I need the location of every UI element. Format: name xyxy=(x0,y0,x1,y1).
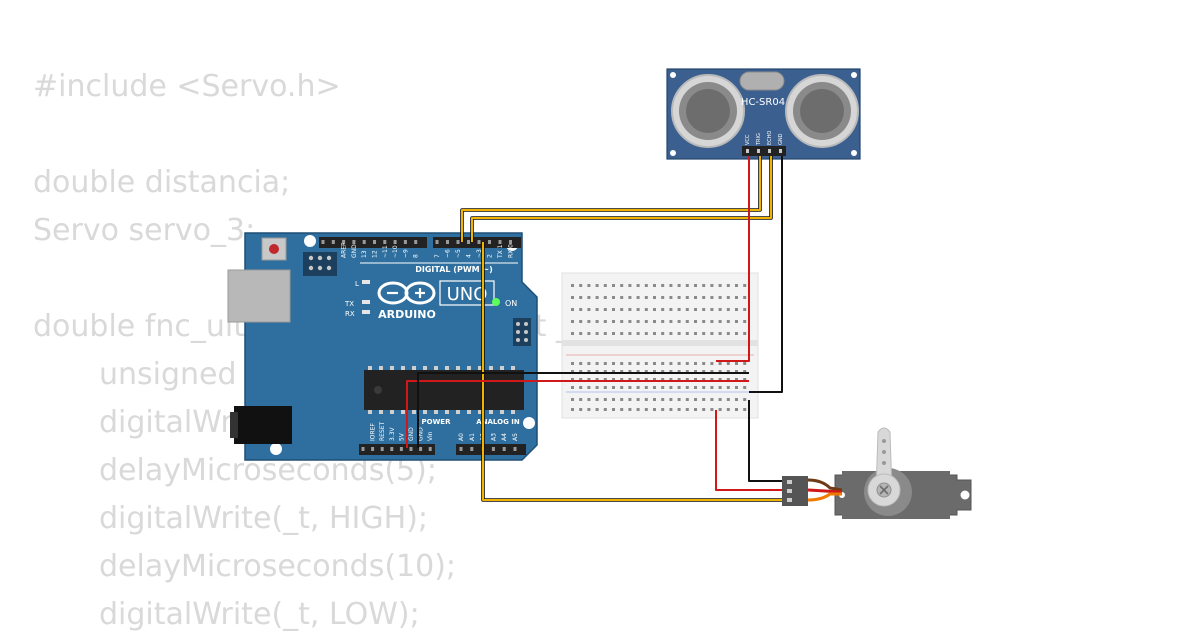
pin-label: A3 xyxy=(490,433,497,441)
sensor-pin-label: GND xyxy=(778,133,784,145)
servo-horn xyxy=(867,427,901,507)
pin-label: 7 xyxy=(434,254,441,258)
analog-header-label: ANALOG IN xyxy=(476,418,520,426)
mount-hole-icon xyxy=(304,235,316,247)
mount-hole-icon xyxy=(851,150,857,156)
power-header-label: POWER xyxy=(422,418,452,426)
board-model-label: UNO xyxy=(447,284,488,305)
wire-board-5v xyxy=(406,380,749,448)
servo-motor xyxy=(782,427,972,519)
pin-label: ~11 xyxy=(382,245,389,258)
mount-hole-icon xyxy=(523,417,535,429)
pin-label: 2 xyxy=(487,254,494,258)
pin-label: 13 xyxy=(361,250,368,258)
power-led-icon xyxy=(492,298,500,306)
wire-sensor-vcc xyxy=(716,156,750,362)
code-line: delayMicroseconds(10); xyxy=(99,549,457,584)
pin-label: A0 xyxy=(458,433,465,441)
mount-hole-icon xyxy=(960,490,970,500)
power-jack xyxy=(234,406,292,444)
mount-hole-icon xyxy=(670,150,676,156)
pin-label: ~3 xyxy=(476,249,483,258)
transducer-left-icon xyxy=(671,74,745,148)
header-analog xyxy=(456,444,526,455)
pin-label: GND xyxy=(408,427,415,441)
pin-label: TX 1 xyxy=(497,244,504,259)
code-line: Servo servo_3; xyxy=(33,213,256,248)
sensor-model-label: HC-SR04 xyxy=(741,97,785,108)
pin-label: A5 xyxy=(512,433,519,441)
code-line: #include <Servo.h> xyxy=(33,69,341,104)
code-line: double distancia; xyxy=(33,165,291,200)
ultrasonic-sensor: HC-SR04 VCC TRIG ECHO GND xyxy=(666,68,861,160)
pin-label: AREF xyxy=(341,242,348,258)
code-line: digitalWrite(_t, HIGH); xyxy=(99,501,429,536)
pin-label: GND xyxy=(351,244,358,258)
wires xyxy=(406,156,783,502)
led-label: RX xyxy=(345,310,355,318)
pin-label: 5V xyxy=(398,432,405,441)
wire-trig xyxy=(460,156,762,242)
usb-port xyxy=(227,269,291,323)
pin-label: Vin xyxy=(427,431,434,441)
reset-button[interactable] xyxy=(261,237,287,261)
mount-hole-icon xyxy=(670,72,676,78)
icsp2-header xyxy=(513,318,531,346)
pin-label: RX 0 xyxy=(508,244,515,258)
code-line: digitalWrite(_t, LOW); xyxy=(99,597,420,632)
sensor-pin-label: VCC xyxy=(745,134,751,145)
wire-sensor-gnd xyxy=(749,156,783,393)
pin-label: A4 xyxy=(501,433,508,441)
sensor-pin-header xyxy=(742,146,786,156)
pin-label: 12 xyxy=(372,250,379,258)
on-label: ON xyxy=(505,299,517,308)
transducer-right-icon xyxy=(785,74,859,148)
pin-label: A1 xyxy=(469,433,476,441)
header-top-right xyxy=(433,237,521,248)
header-power xyxy=(359,444,435,455)
led-label: TX xyxy=(344,300,354,308)
pin-label: 4 xyxy=(466,254,473,258)
sensor-pin-label: TRIG xyxy=(756,133,762,146)
arduino-infinity-logo-icon xyxy=(377,281,436,305)
sensor-pin-label: ECHO xyxy=(767,131,773,145)
pin-label: GND xyxy=(418,427,425,441)
crystal-icon xyxy=(739,71,785,91)
pin-label: ~5 xyxy=(455,249,462,258)
servo-connector xyxy=(782,476,808,506)
pin-label: ~9 xyxy=(402,249,409,258)
pin-label: RESET xyxy=(379,421,386,441)
pin-label: ~10 xyxy=(392,245,399,258)
pin-label: 8 xyxy=(413,254,420,258)
pin-label: IOREF xyxy=(370,423,377,441)
pin-label: 3.3V xyxy=(389,426,396,441)
pin-label: ~6 xyxy=(445,249,452,258)
digital-header-label: DIGITAL (PWM ~) xyxy=(415,265,493,274)
mount-hole-icon xyxy=(851,72,857,78)
microcontroller-chip xyxy=(364,366,524,414)
wire-board-gnd xyxy=(417,372,749,448)
mount-hole-icon xyxy=(270,443,282,455)
wire-echo xyxy=(470,156,773,242)
wire-servo-gnd xyxy=(748,400,782,482)
led-label: L xyxy=(355,280,359,288)
wire-servo-vcc xyxy=(715,410,782,491)
icsp-header xyxy=(303,252,337,276)
arduino-logo-text: ARDUINO xyxy=(378,308,436,321)
breadboard xyxy=(561,272,759,419)
